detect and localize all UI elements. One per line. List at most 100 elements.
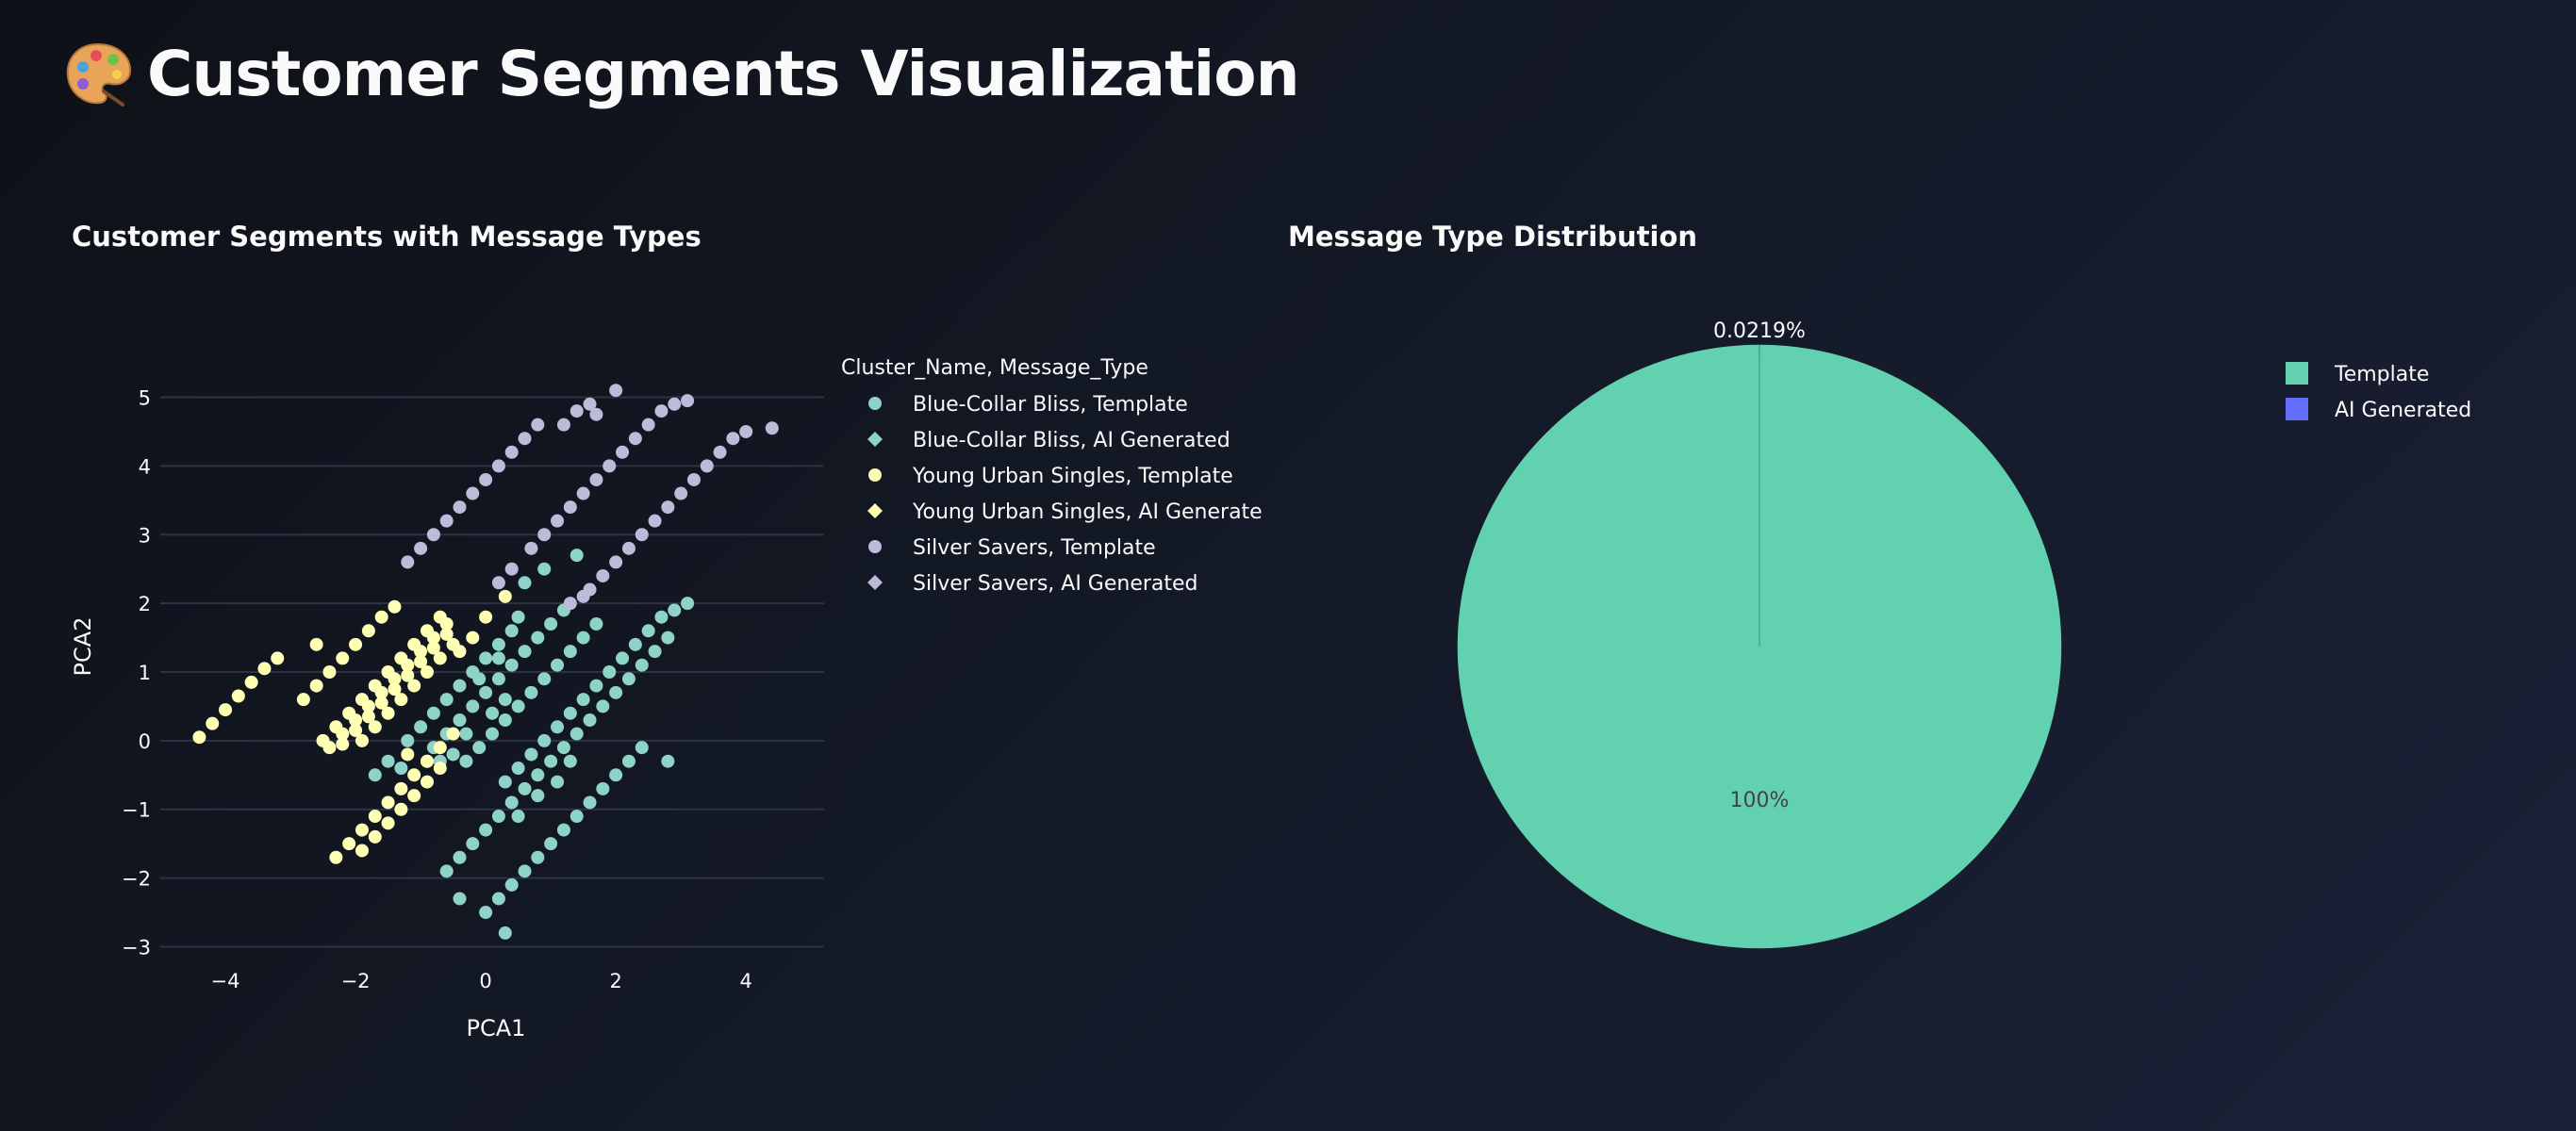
scatter-point [244, 675, 258, 689]
legend-item-label[interactable]: Silver Savers, Template [913, 536, 1156, 560]
scatter-point [426, 641, 440, 655]
scatter-point [355, 823, 369, 837]
scatter-point [596, 568, 610, 582]
scatter-point [713, 445, 727, 459]
scatter-point [479, 906, 493, 920]
scatter-point [504, 877, 519, 892]
scatter-point [420, 775, 434, 789]
scatter-point [511, 762, 525, 776]
scatter-point [368, 829, 382, 844]
scatter-point [374, 685, 388, 699]
scatter-chart-title: Customer Segments with Message Types [72, 221, 702, 253]
scatter-point [518, 576, 532, 590]
scatter-point [342, 837, 356, 851]
scatter-point [368, 768, 382, 782]
scatter-point [479, 685, 493, 699]
scatter-point [322, 741, 337, 755]
scatter-point [524, 747, 538, 762]
scatter-point [576, 693, 590, 707]
scatter-point [635, 741, 649, 755]
legend-marker-circle [868, 540, 882, 553]
scatter-point [491, 810, 505, 824]
scatter-point [537, 528, 552, 542]
scatter-point [531, 631, 545, 645]
scatter-point [466, 837, 480, 851]
scatter-gridlines [160, 396, 824, 948]
legend-marker-circle [868, 468, 882, 482]
scatter-point [420, 754, 434, 768]
scatter-point [459, 727, 473, 741]
scatter-point [504, 658, 519, 672]
scatter-point [486, 727, 499, 741]
scatter-points [192, 384, 779, 940]
scatter-point [361, 624, 375, 638]
scatter-point [414, 645, 428, 659]
scatter-point [563, 706, 577, 720]
scatter-point [394, 762, 408, 776]
scatter-point [420, 665, 434, 679]
legend-item-label[interactable]: Template [2334, 363, 2429, 386]
scatter-point [433, 651, 447, 665]
scatter-point [563, 754, 577, 768]
scatter-point [621, 541, 636, 555]
y-tick-label: 3 [139, 524, 151, 547]
scatter-point [628, 637, 642, 651]
scatter-point [563, 500, 577, 515]
legend-title: Cluster_Name, Message_Type [841, 356, 1148, 380]
legend-item-label[interactable]: Young Urban Singles, Template [912, 465, 1233, 488]
scatter-point [453, 679, 467, 693]
scatter-point [388, 682, 402, 697]
scatter-point [401, 668, 415, 682]
scatter-point [654, 610, 669, 624]
legend-swatch [2286, 362, 2308, 385]
scatter-point [219, 703, 233, 717]
scatter-point [563, 645, 577, 659]
scatter-point [394, 693, 408, 707]
scatter-point [486, 706, 499, 720]
scatter-point [518, 432, 532, 446]
scatter-point [491, 672, 505, 686]
legend-item-label[interactable]: Silver Savers, AI Generated [913, 572, 1198, 596]
scatter-point [570, 810, 584, 824]
scatter-point [609, 555, 623, 569]
pie-legend[interactable]: Template AI Generated [2286, 362, 2471, 422]
scatter-point [381, 754, 395, 768]
scatter-point [583, 397, 597, 411]
scatter-point [544, 754, 558, 768]
legend-item-label[interactable]: Blue-Collar Bliss, AI Generated [913, 429, 1230, 452]
scatter-legend[interactable]: Cluster_Name, Message_Type Blue-Collar B… [841, 356, 1263, 596]
scatter-point [628, 432, 642, 446]
scatter-point [504, 445, 519, 459]
scatter-point [361, 710, 375, 724]
scatter-point [551, 514, 565, 528]
scatter-point [381, 795, 395, 810]
scatter-point [504, 562, 519, 576]
legend-item-label[interactable]: AI Generated [2335, 399, 2471, 422]
scatter-point [603, 459, 617, 473]
scatter-point [589, 616, 603, 631]
scatter-point [603, 665, 617, 679]
scatter-point [504, 795, 519, 810]
legend-item-label[interactable]: Blue-Collar Bliss, Template [913, 393, 1188, 417]
scatter-point [511, 699, 525, 713]
scatter-point [361, 699, 375, 713]
scatter-point [551, 658, 565, 672]
scatter-point [322, 665, 337, 679]
scatter-point [368, 720, 382, 734]
scatter-point [661, 754, 675, 768]
scatter-point [621, 672, 636, 686]
scatter-point [446, 727, 460, 741]
scatter-point [531, 418, 545, 432]
scatter-point [491, 576, 505, 590]
scatter-point [466, 699, 480, 713]
legend-item-label[interactable]: Young Urban Singles, AI Generated [912, 500, 1263, 524]
page-title-text: Customer Segments Visualization [147, 38, 1300, 110]
scatter-point [556, 741, 570, 755]
scatter-point [479, 823, 493, 837]
x-tick-label: 0 [479, 970, 491, 992]
scatter-point [414, 655, 428, 669]
scatter-point [433, 762, 447, 776]
scatter-point [479, 651, 493, 665]
